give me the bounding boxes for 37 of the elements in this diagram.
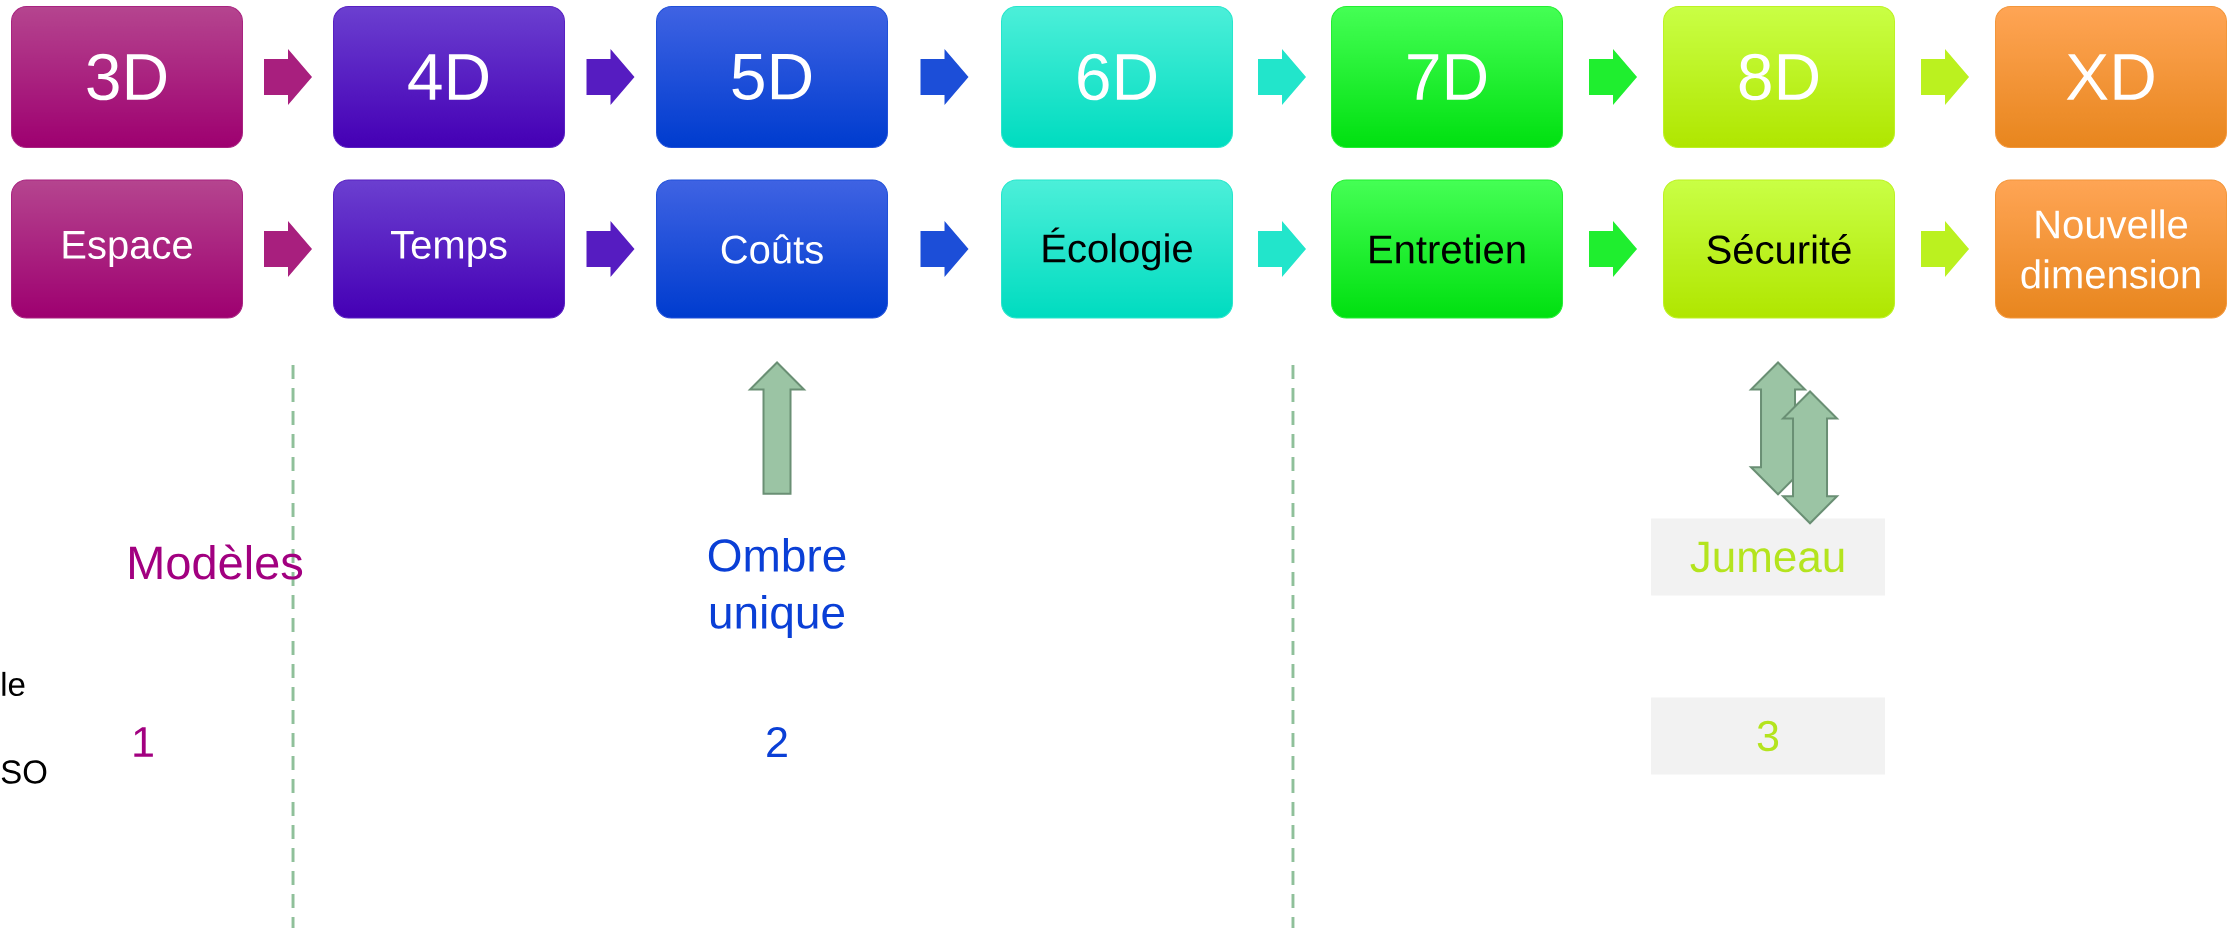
dimension-box: 7D bbox=[1331, 6, 1563, 148]
double-arrow bbox=[1748, 361, 1808, 496]
caption-text: Ombre unique bbox=[708, 538, 846, 638]
dimension-box: 6D bbox=[1001, 6, 1233, 148]
block-arrow bbox=[586, 49, 635, 105]
block-arrow bbox=[1589, 221, 1637, 277]
label-text: le bbox=[2, 671, 25, 697]
block-arrow bbox=[264, 49, 312, 105]
dimension-box: 8D bbox=[1663, 6, 1895, 148]
block-arrow bbox=[1589, 49, 1637, 105]
label-text: Modèles bbox=[130, 544, 303, 580]
block-arrow bbox=[920, 221, 969, 277]
block-arrow bbox=[747, 361, 807, 495]
dimension-box: 5D bbox=[656, 6, 888, 148]
block-arrow bbox=[1258, 221, 1306, 277]
block-arrow bbox=[1921, 49, 1969, 105]
dimension-box: XD bbox=[1995, 6, 2227, 148]
dimension-box: 4D bbox=[333, 6, 565, 148]
process-box: Sécurité bbox=[1663, 179, 1895, 319]
process-box: Nouvelle dimension bbox=[1995, 179, 2227, 319]
process-box: Espace bbox=[11, 179, 243, 319]
process-box: Entretien bbox=[1331, 179, 1563, 319]
label-text: SO bbox=[1, 760, 47, 784]
label-box: Jumeau bbox=[1651, 518, 1885, 596]
double-arrow bbox=[1780, 390, 1840, 525]
process-box: Temps bbox=[333, 179, 565, 319]
label-text: 1 bbox=[134, 727, 153, 757]
process-box: Écologie bbox=[1001, 179, 1233, 319]
number-box: 3 bbox=[1651, 697, 1885, 775]
block-arrow bbox=[586, 221, 635, 277]
dimension-box: 3D bbox=[11, 6, 243, 148]
block-arrow bbox=[264, 221, 312, 277]
block-arrow bbox=[1258, 49, 1306, 105]
label-text: 2 bbox=[767, 727, 787, 757]
process-box: Coûts bbox=[656, 179, 888, 319]
block-arrow bbox=[920, 49, 969, 105]
block-arrow bbox=[1921, 221, 1969, 277]
